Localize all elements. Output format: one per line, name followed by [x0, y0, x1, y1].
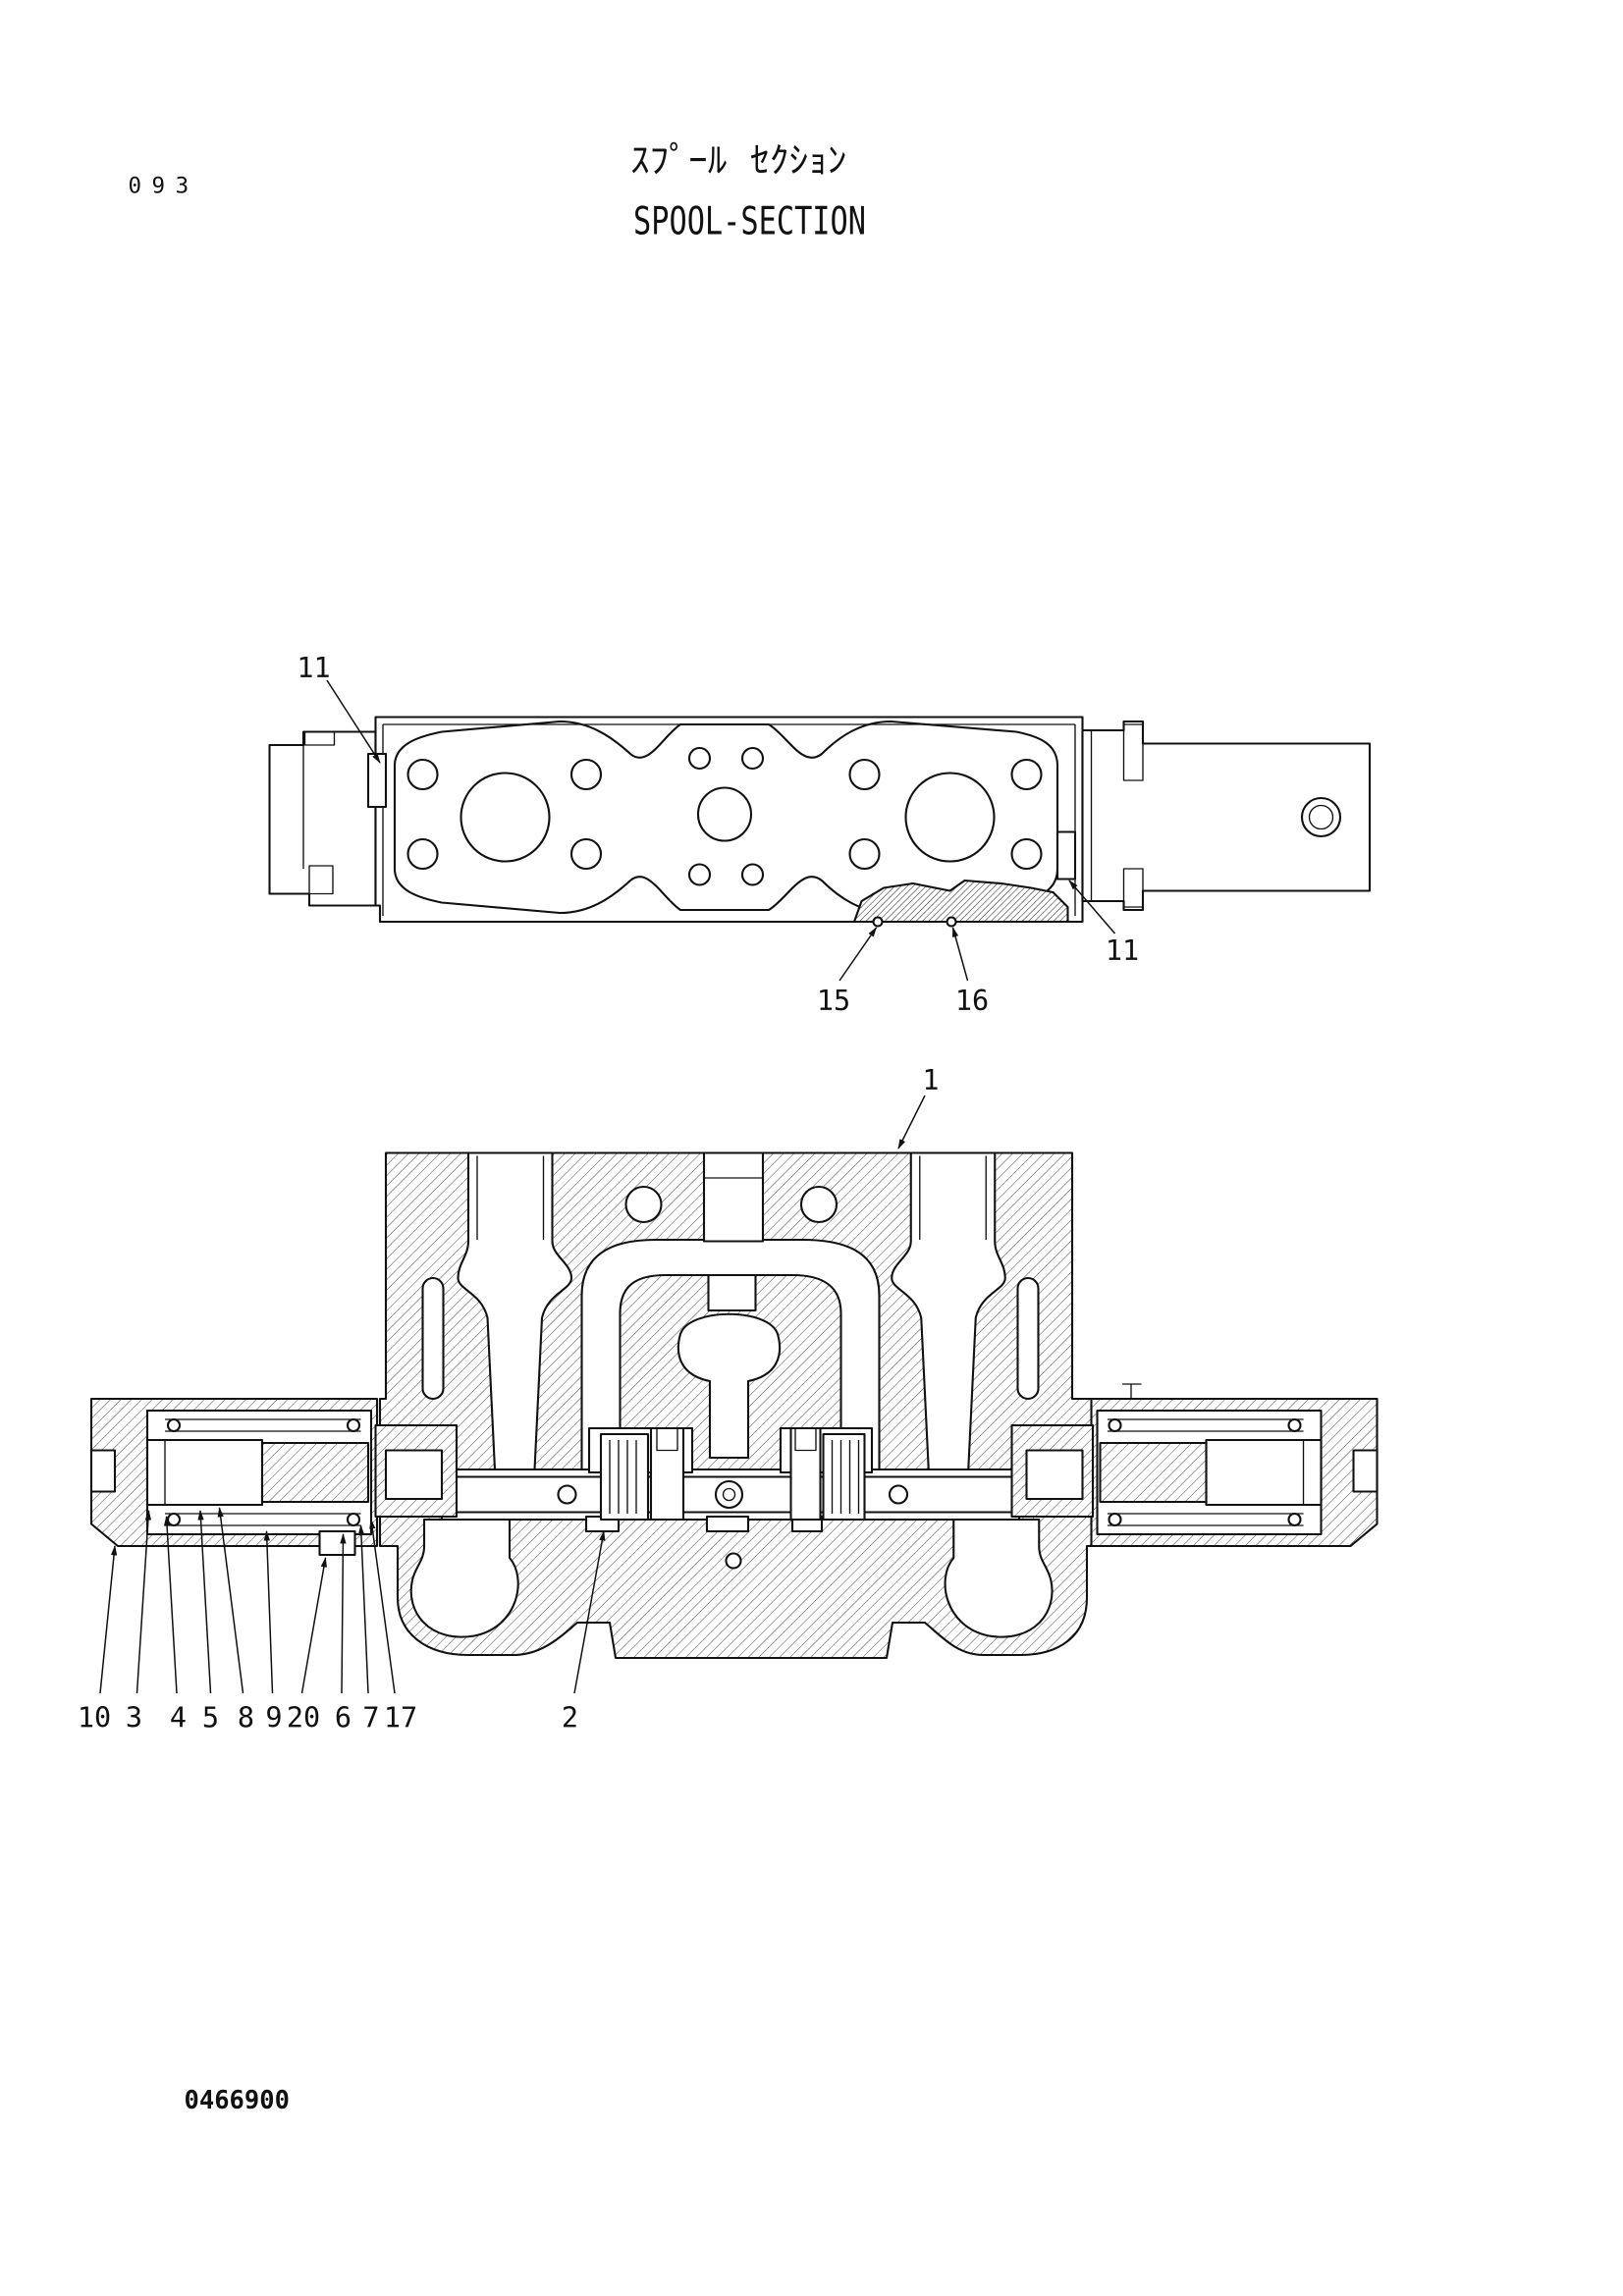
- spring-seat: [1205, 1438, 1323, 1507]
- spool-land: [822, 1432, 866, 1522]
- callout-label-15: 15: [817, 985, 850, 1017]
- leader-line-2: [573, 1529, 606, 1694]
- drill-hole: [725, 1552, 742, 1570]
- side-slot-left: [421, 1276, 445, 1401]
- valve-body-outline: [374, 716, 1084, 924]
- bolt-hole: [569, 837, 603, 871]
- leader-line-11-left: [326, 679, 381, 764]
- port-large-right: [904, 772, 996, 863]
- plug-nut: [1300, 796, 1342, 838]
- lower-chamber-right: [944, 1518, 1054, 1638]
- spool-land: [649, 1426, 685, 1522]
- callout-label-6: 6: [335, 1702, 352, 1735]
- o-ring-16: [946, 916, 957, 928]
- plug: [1352, 1449, 1379, 1493]
- lower-chamber-left: [409, 1518, 519, 1638]
- pilot-hole: [740, 863, 765, 886]
- bolt-hole: [406, 758, 439, 791]
- bolt-hole: [1010, 758, 1043, 791]
- spool: [440, 1426, 1021, 1522]
- fitting-20: [318, 1529, 356, 1557]
- left-end-cap-assembly: [89, 1397, 459, 1557]
- callout-label-5: 5: [202, 1702, 219, 1735]
- callout-label-9: 9: [265, 1702, 282, 1735]
- callout-label-4: 4: [170, 1702, 187, 1735]
- callout-label-11-right: 11: [1106, 934, 1139, 967]
- leader-line-10: [99, 1544, 118, 1694]
- section-view-drawing: [89, 1151, 1379, 1660]
- bolt-hole: [848, 837, 881, 871]
- supply-passage: [702, 1151, 765, 1243]
- leader-line-6: [340, 1532, 347, 1694]
- leader-line-15: [839, 927, 878, 982]
- leader-line-1: [897, 1095, 926, 1149]
- right-end-block: [1081, 720, 1372, 912]
- callout-label-17: 17: [384, 1702, 417, 1735]
- bolt-hole: [848, 758, 881, 791]
- side-slot-right: [1016, 1276, 1040, 1401]
- cutaway-section: [852, 879, 1069, 924]
- bolt-hole: [406, 837, 439, 871]
- title-english: SPOOL-SECTION: [633, 200, 866, 244]
- callout-label-3: 3: [126, 1702, 142, 1735]
- leader-line-17: [369, 1518, 396, 1694]
- top-view-drawing: [268, 716, 1372, 928]
- pin-left: [366, 752, 388, 809]
- title-japanese: ｽﾌﾟｰﾙ ｾｸｼｮﾝ: [630, 141, 847, 182]
- drill-hole: [799, 1185, 839, 1224]
- leader-line-4: [163, 1515, 178, 1694]
- drawing-number: 0466900: [185, 2086, 290, 2115]
- callout-label-20: 20: [287, 1702, 320, 1735]
- callout-label-7: 7: [362, 1702, 379, 1735]
- callout-label-2: 2: [562, 1702, 578, 1735]
- drill-hole: [624, 1185, 663, 1224]
- port-large-left: [460, 772, 551, 863]
- callout-label-1: 1: [922, 1064, 939, 1096]
- stopper-bolt: [1099, 1441, 1208, 1504]
- leader-line-7: [357, 1523, 369, 1694]
- bolt-hole: [1010, 837, 1043, 871]
- o-ring-15: [872, 916, 884, 928]
- pin-right: [1055, 830, 1077, 881]
- callout-label-10: 10: [78, 1702, 111, 1735]
- leader-line-8: [217, 1506, 244, 1694]
- spring-seat: [145, 1438, 264, 1507]
- pilot-hole: [687, 746, 712, 771]
- right-end-cap-assembly: [1010, 1383, 1379, 1548]
- leader-line-9: [263, 1529, 274, 1694]
- left-end-block: [268, 730, 377, 907]
- leader-line-3: [135, 1509, 152, 1694]
- leader-line-5: [197, 1509, 212, 1694]
- center-chamber: [676, 1312, 782, 1460]
- callout-label-16: 16: [955, 985, 989, 1017]
- pilot-hole: [687, 863, 712, 886]
- plug: [89, 1449, 117, 1493]
- callout-label-11-left: 11: [297, 652, 330, 684]
- leader-line-16: [951, 926, 969, 982]
- pilot-hole: [740, 746, 765, 771]
- stopper-bolt: [260, 1441, 370, 1504]
- leader-line-20: [300, 1556, 327, 1694]
- leader-line-11-right: [1068, 880, 1116, 934]
- page-number: 093: [129, 174, 199, 199]
- callout-label-8: 8: [238, 1702, 254, 1735]
- port-center: [696, 786, 753, 842]
- spool-land: [599, 1432, 650, 1522]
- bolt-hole: [569, 758, 603, 791]
